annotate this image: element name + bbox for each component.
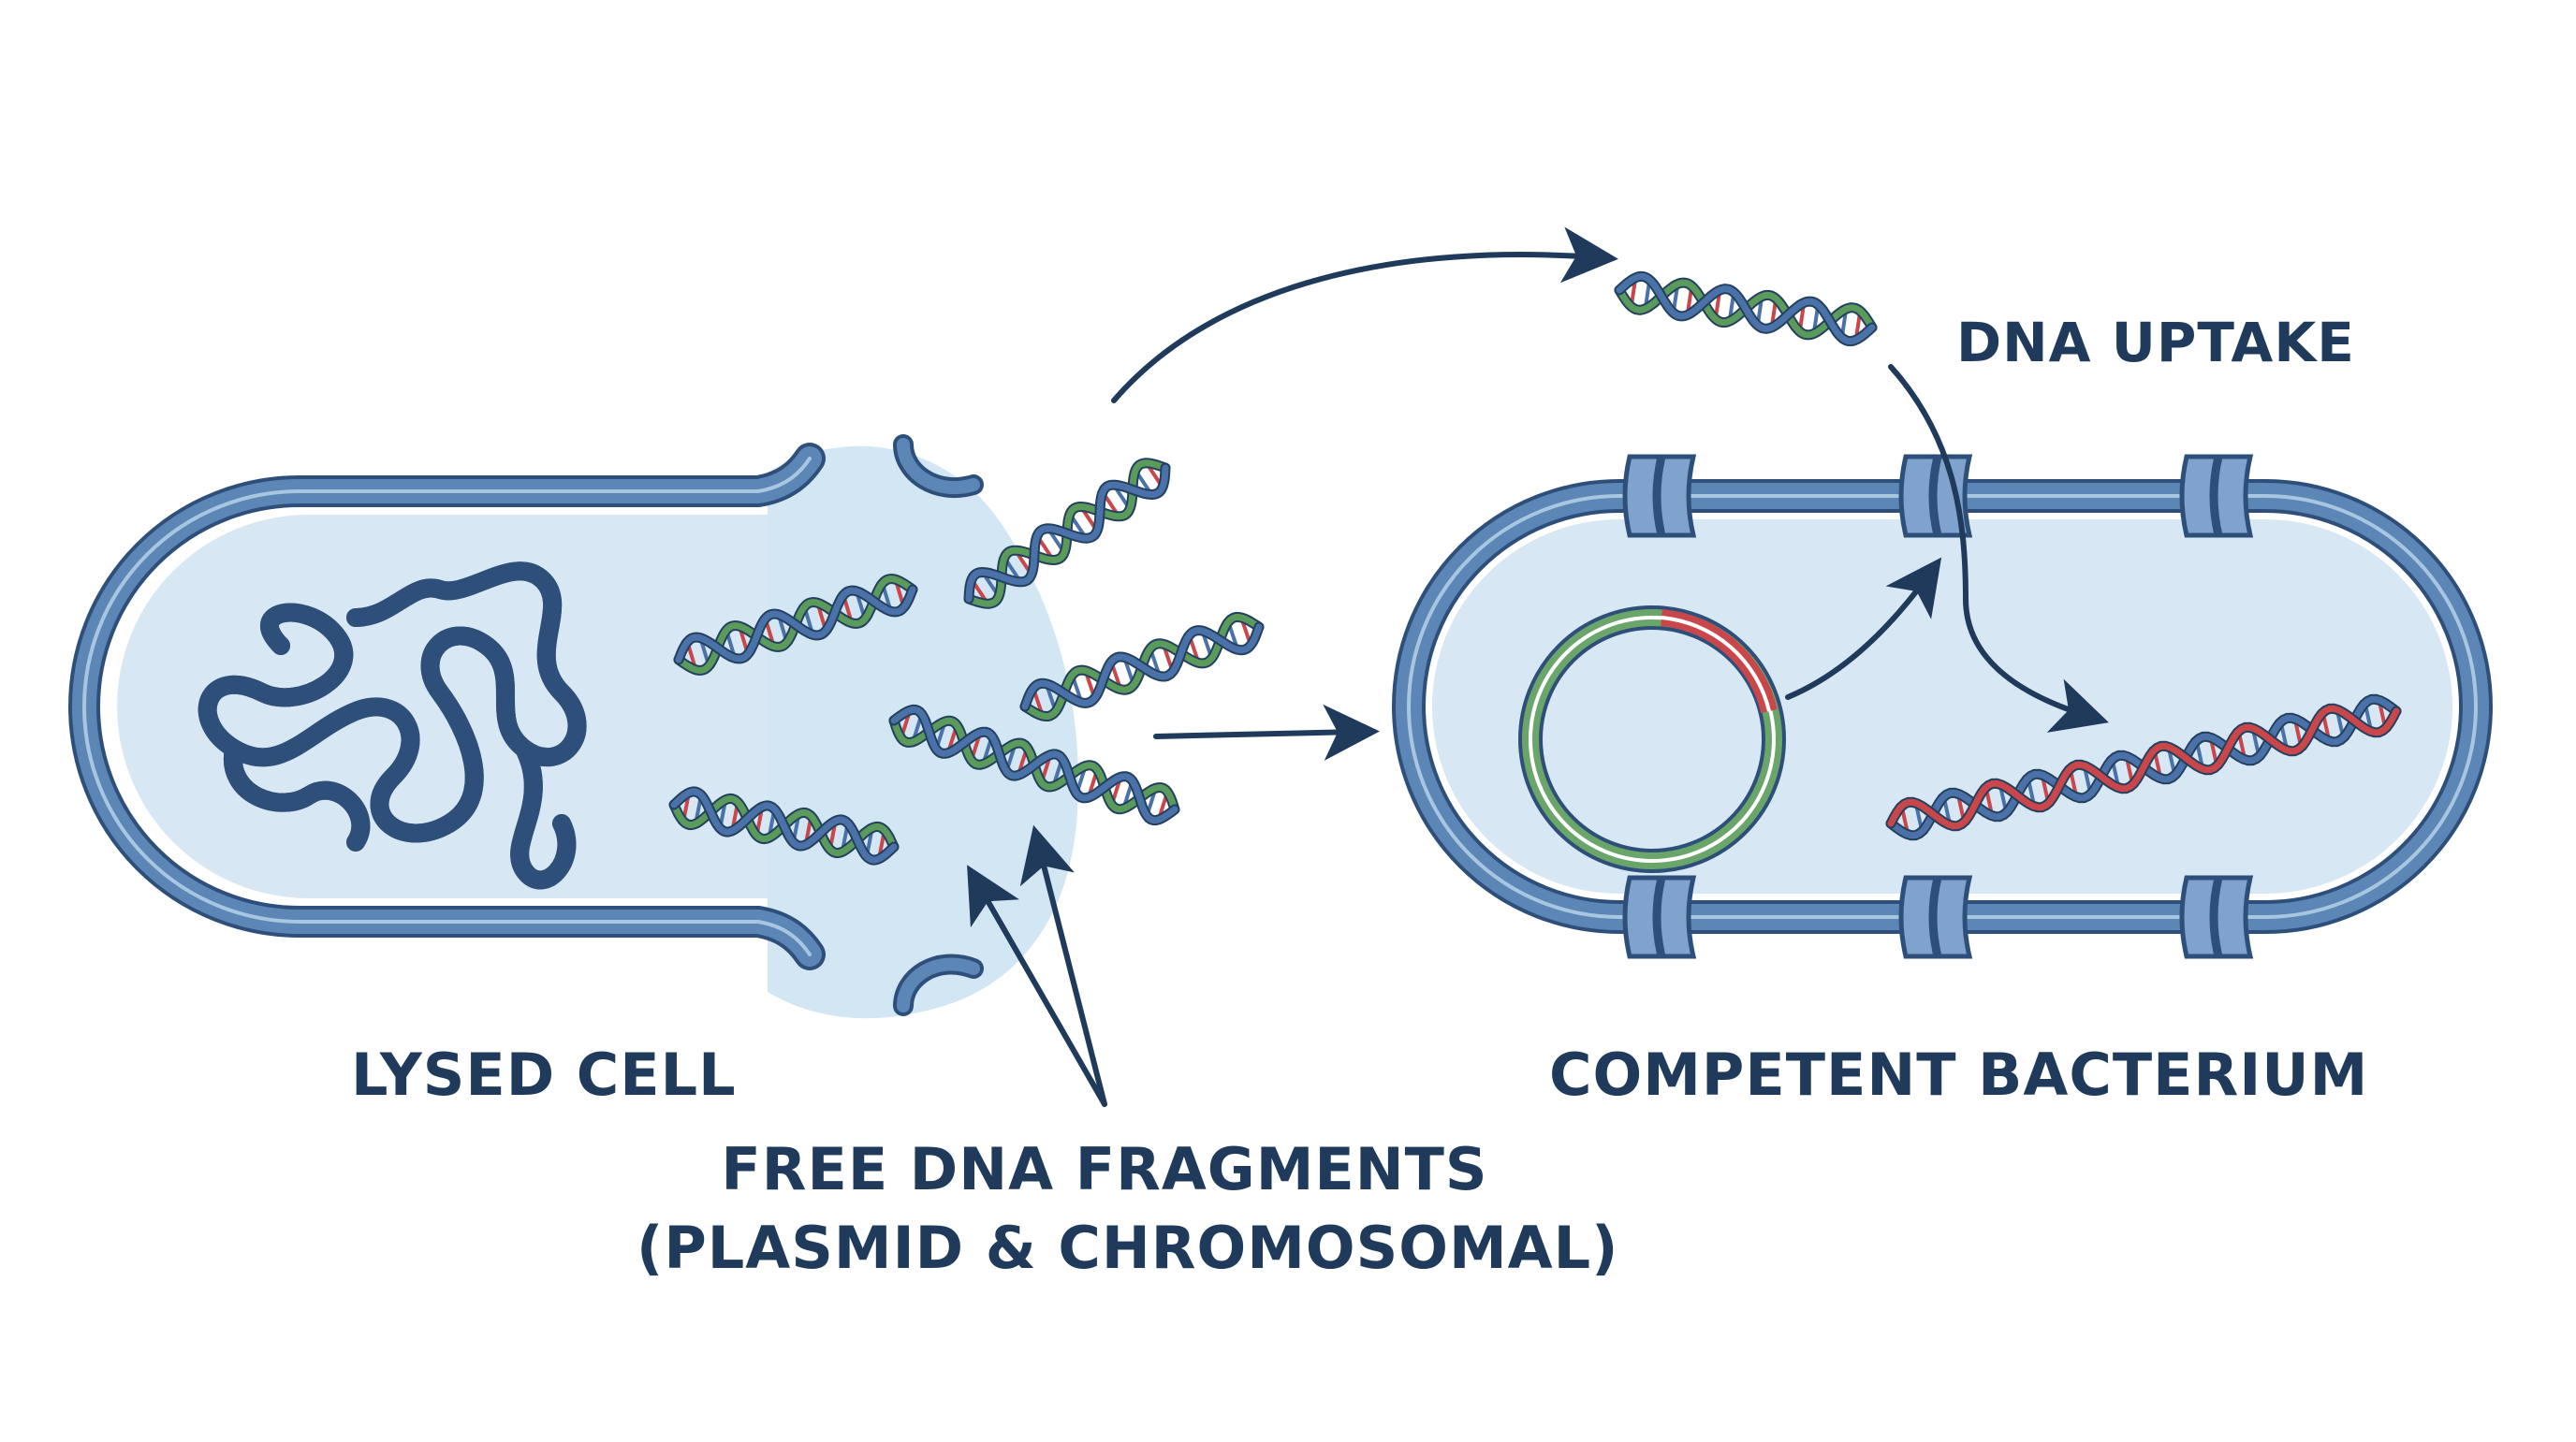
free-dna-label-line2: (PLASMID & CHROMOSOMAL) — [637, 1214, 1619, 1282]
competent-bacterium-label: COMPETENT BACTERIUM — [1549, 1041, 2369, 1109]
channel-subunit — [1656, 875, 1697, 959]
arrow-icon — [1785, 557, 1942, 700]
membrane-channel-icon — [1622, 454, 1697, 538]
channel-subunit — [2213, 875, 2254, 959]
channel-subunit — [1932, 454, 1973, 538]
channel-subunit — [1932, 875, 1973, 959]
arrow-icon — [967, 865, 1107, 1107]
dna-uptake-label: DNA UPTAKE — [1956, 311, 2355, 374]
dna-helix-icon — [673, 574, 918, 676]
arrow-icon — [1153, 704, 1380, 761]
arrow-icon — [1111, 226, 1618, 403]
dna-strand — [1021, 623, 1263, 710]
dna-helix-icon — [888, 704, 1180, 826]
membrane-channel-icon — [2179, 875, 2254, 959]
dna-strand — [965, 464, 1169, 603]
channel-subunit — [1622, 875, 1663, 959]
lysed-cell — [68, 434, 1265, 1019]
plasmid-ring-icon — [1518, 605, 1786, 873]
recombinant-dna — [1885, 693, 2402, 841]
arrow-icon — [1888, 364, 2109, 733]
membrane-fragments — [893, 434, 984, 1016]
dna-helix-icon — [1885, 693, 2402, 841]
free-dna-fragments — [668, 458, 1265, 866]
channel-subunit — [2213, 454, 2254, 538]
dna-helix-icon — [668, 786, 900, 866]
free-dna-label: FREE DNA FRAGMENTS (PLASMID & CHROMOSOMA… — [637, 1130, 1619, 1288]
membrane-channel-icon — [1622, 875, 1697, 959]
dna-helix-icon — [1614, 270, 1878, 347]
dna-strand — [890, 706, 1178, 824]
channel-subunit — [1622, 454, 1663, 538]
membrane-channel-icon — [1898, 875, 1973, 959]
membrane-channel-icon — [2179, 454, 2254, 538]
channel-subunit — [2179, 454, 2220, 538]
channel-subunit — [1656, 454, 1697, 538]
channel-subunit — [1898, 454, 1939, 538]
lysed-cell-label: LYSED CELL — [351, 1041, 737, 1109]
competent-bacterium — [1392, 454, 2493, 959]
membrane-channels — [1622, 454, 2254, 959]
dna-strand — [670, 788, 898, 864]
lysed-cell-membrane — [68, 443, 826, 970]
arrows — [967, 226, 2109, 1107]
dna-strand — [1887, 705, 2400, 830]
channel-subunit — [2179, 875, 2220, 959]
chromosome-tangle-icon — [208, 571, 578, 880]
channel-subunit — [1898, 875, 1939, 959]
incoming-dna — [1614, 270, 1878, 347]
dna-helix-icon — [1019, 612, 1265, 721]
arrow-icon — [1019, 824, 1107, 1107]
dna-strand — [1616, 272, 1876, 345]
free-dna-label-line1: FREE DNA FRAGMENTS — [721, 1135, 1488, 1203]
bacterium-membrane-gap — [1407, 494, 2478, 919]
dna-strand — [675, 586, 916, 663]
dna-helix-icon — [963, 458, 1171, 609]
